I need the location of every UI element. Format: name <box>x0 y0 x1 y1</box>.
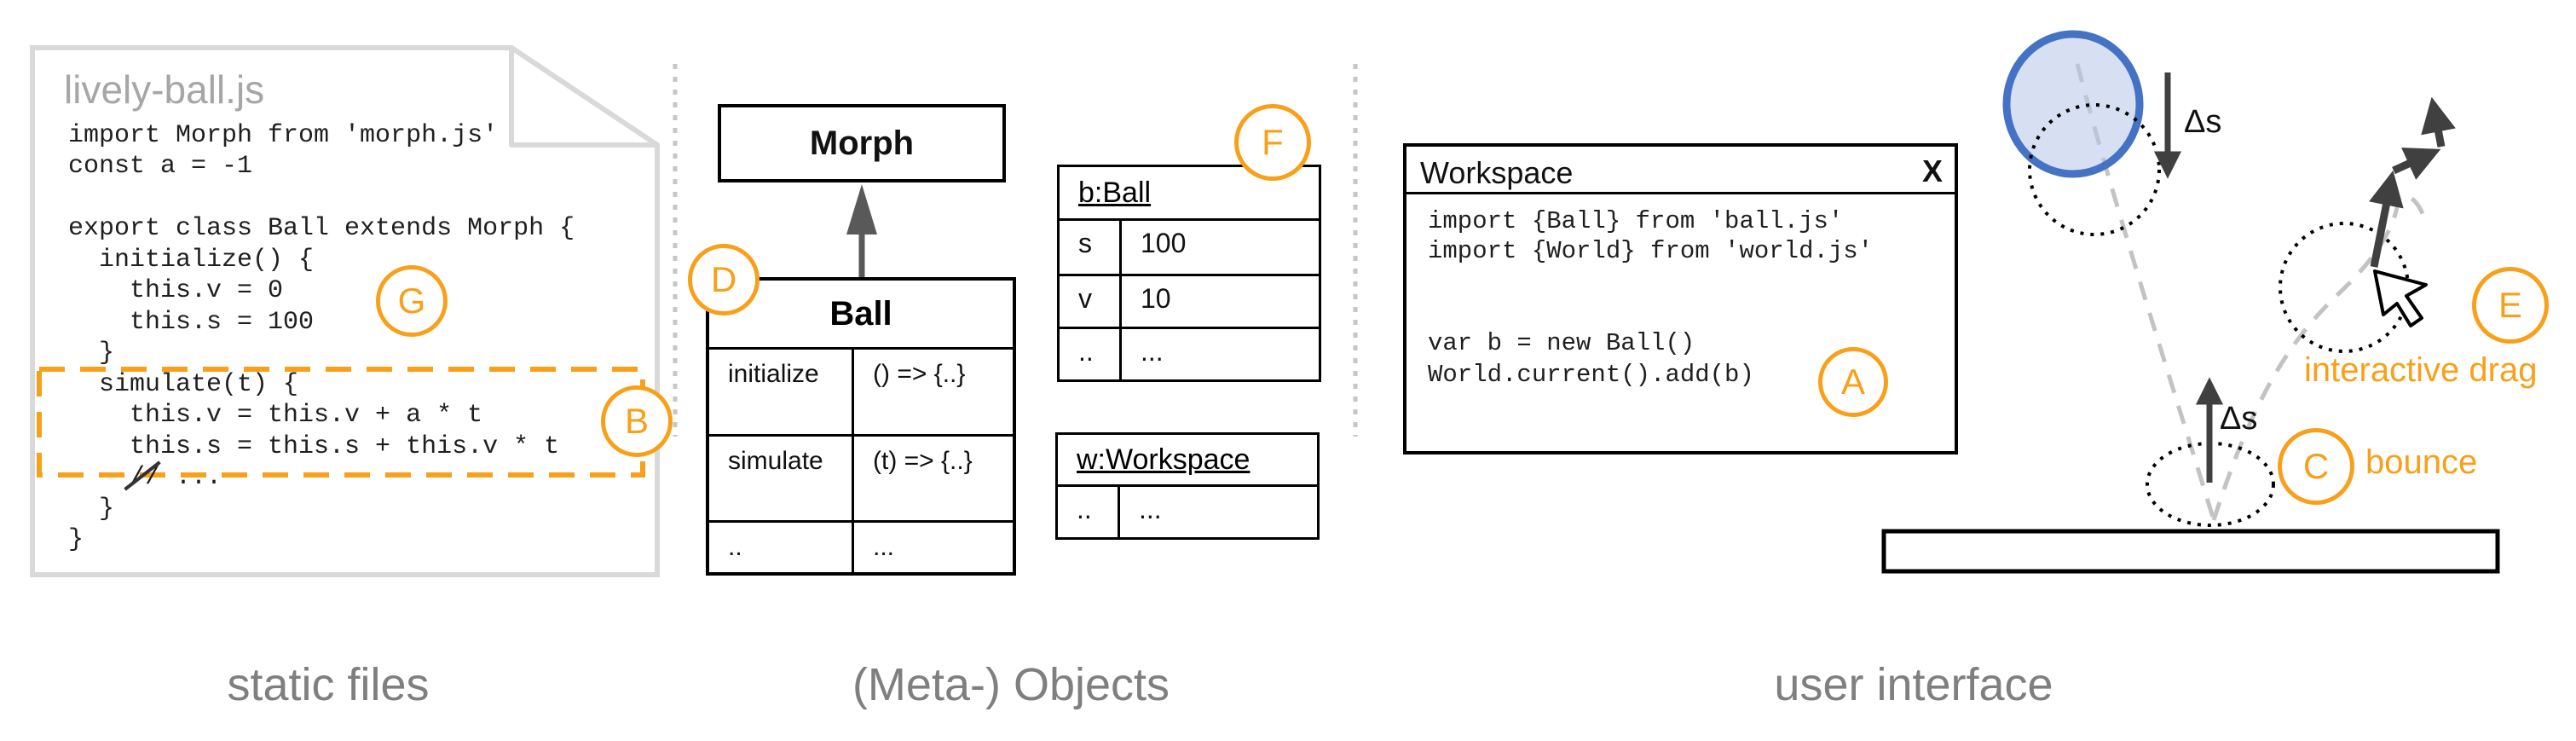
workspace-code-line: var b = new Ball() <box>1428 329 1695 357</box>
inheritance-arrow <box>846 184 877 279</box>
code-line: export class Ball extends Morph { <box>68 214 575 243</box>
cell-attr-value: ... <box>1118 487 1317 537</box>
annotation-badge-b: B <box>601 385 673 457</box>
workspace-titlebar: Workspace X <box>1406 147 1955 194</box>
cell-attr-value: 10 <box>1119 276 1319 327</box>
workspace-title: Workspace <box>1420 155 1574 190</box>
cell-method-value: () => {..} <box>852 350 1013 434</box>
ground-bar <box>1881 529 2500 574</box>
annotation-badge-c: C <box>2278 428 2354 505</box>
code-line: } <box>68 495 115 524</box>
delta-s-label-fall: Δs <box>2184 104 2222 140</box>
annotation-badge-d: D <box>688 244 760 316</box>
workspace-code-line: import {Ball} from 'ball.js' <box>1428 207 1844 235</box>
code-line: } <box>68 339 115 368</box>
bounce-label: bounce <box>2365 443 2478 481</box>
file-sheet-shape <box>30 45 660 577</box>
table-row: v 10 <box>1060 274 1319 327</box>
table-row: initialize () => {..} <box>709 347 1013 434</box>
table-row: .. ... <box>709 520 1013 572</box>
annotation-badge-f: F <box>1234 104 1311 181</box>
workspace-code-line: World.current().add(b) <box>1428 361 1754 389</box>
code-line: this.v = 0 <box>68 276 284 305</box>
code-line: this.s = 100 <box>68 308 315 337</box>
code-line: import Morph from 'morph.js' <box>68 121 499 150</box>
code-line: // ... <box>68 463 222 492</box>
object-table-w-workspace: w:Workspace .. ... <box>1055 432 1320 540</box>
drag-zigzag-arrows <box>2369 96 2456 268</box>
annotation-badge-a: A <box>1818 347 1888 417</box>
code-line: } <box>68 525 84 554</box>
object-title: b:Ball <box>1078 176 1152 209</box>
close-button[interactable]: X <box>1921 153 1943 188</box>
workspace-code-line: import {World} from 'world.js' <box>1428 237 1874 265</box>
table-row: simulate (t) => {..} <box>709 434 1013 520</box>
cell-attr-value: 100 <box>1119 221 1319 274</box>
class-table-ball: Ball initialize () => {..} simulate (t) … <box>706 277 1016 576</box>
mouse-cursor-icon <box>2373 269 2428 327</box>
cell-attr-name: v <box>1078 283 1092 314</box>
code-line: this.v = this.v + a * t <box>68 401 483 430</box>
table-row: .. ... <box>1058 484 1317 537</box>
object-title: w:Workspace <box>1077 443 1250 476</box>
cell-attr-value: ... <box>1119 329 1319 379</box>
class-box-morph: Morph <box>718 104 1006 182</box>
interactive-drag-label: interactive drag <box>2304 351 2538 389</box>
code-line: this.s = this.s + this.v * t <box>68 432 560 461</box>
table-row: s 100 <box>1060 218 1319 274</box>
cell-method-value: (t) => {..} <box>852 437 1013 520</box>
code-line: const a = -1 <box>68 152 253 181</box>
panel-label-user-interface: user interface <box>1774 659 2053 710</box>
code-line: initialize() { <box>68 246 315 275</box>
delta-s-label-bounce: Δs <box>2220 401 2258 437</box>
file-name: lively-ball.js <box>64 67 265 112</box>
object-table-w-workspace-header: w:Workspace <box>1058 435 1317 484</box>
object-table-b-ball-header: b:Ball <box>1060 167 1319 218</box>
object-table-b-ball: b:Ball s 100 v 10 .. ... <box>1057 165 1321 382</box>
cell-attr-name: .. <box>1077 494 1092 524</box>
annotation-badge-e: E <box>2472 267 2549 344</box>
panel-label-meta-objects: (Meta-) Objects <box>852 659 1170 710</box>
code-line: simulate(t) { <box>68 370 299 399</box>
cell-attr-name: .. <box>1078 336 1094 367</box>
trajectory-path <box>2075 63 2426 521</box>
cell-method-name: .. <box>728 533 742 561</box>
ball-shape <box>2002 30 2144 178</box>
cell-method-name: simulate <box>728 447 823 475</box>
cell-method-name: initialize <box>728 360 819 388</box>
annotation-badge-g: G <box>376 265 448 337</box>
class-table-ball-header: Ball <box>829 294 892 333</box>
table-row: .. ... <box>1060 327 1319 379</box>
panel-label-static-files: static files <box>227 659 430 710</box>
cell-method-value: ... <box>852 523 1013 572</box>
cell-attr-name: s <box>1078 228 1092 258</box>
